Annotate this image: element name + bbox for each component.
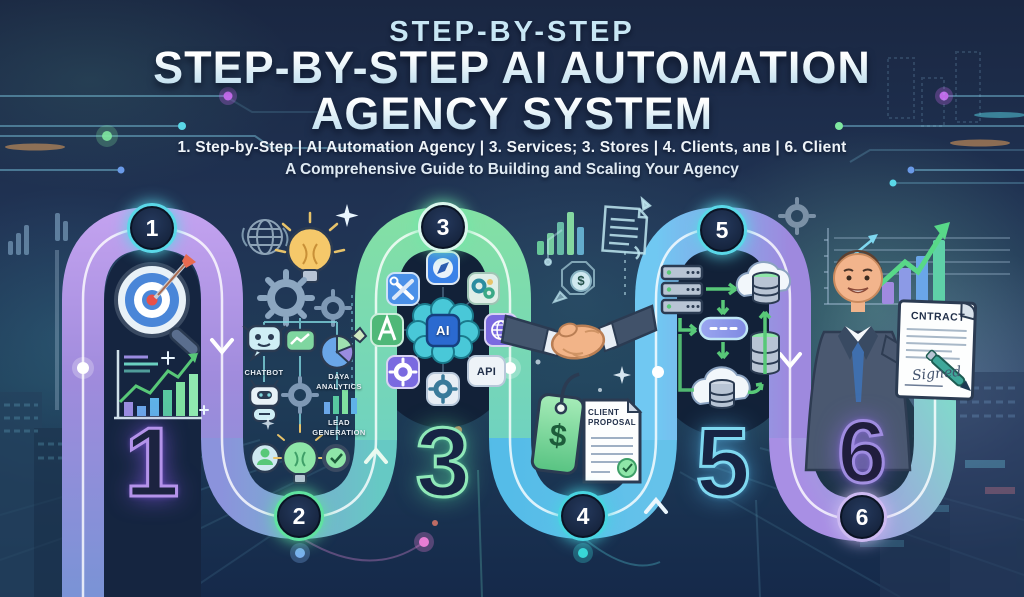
sparkle-icons — [161, 204, 631, 526]
proposal-document-icon — [582, 397, 643, 484]
chatbot-label: CHATBOT — [244, 368, 284, 377]
lightbulb-green-icon — [273, 424, 327, 484]
gear-icon-topright — [778, 197, 816, 235]
tagline: A Comprehensive Guide to Building and Sc… — [285, 161, 739, 178]
city-skyline-top-right — [887, 51, 981, 127]
handshake-icon — [500, 304, 658, 360]
lead-generation-label: LEAD GENERATION — [312, 418, 366, 437]
lightbulb-icon — [274, 211, 346, 283]
step6-big-number: 6 — [836, 402, 888, 501]
bar-chart-top-icon — [537, 212, 584, 255]
ai-brain-icon — [406, 297, 480, 364]
ai-label: AI — [436, 322, 450, 338]
a-app-icon — [370, 313, 404, 347]
step6-badge: 6 — [837, 492, 887, 542]
price-tag-icon — [530, 372, 585, 475]
check-gear-icon — [322, 444, 350, 472]
pie-chart-icon — [319, 326, 368, 370]
money-badge-dollar: $ — [577, 273, 585, 288]
step1-big-number: 1 — [123, 407, 180, 517]
globe-icon — [241, 219, 289, 255]
pill-icon — [698, 316, 749, 341]
step3-badge: 3 — [418, 202, 468, 252]
chatbot-icon — [242, 324, 287, 362]
api-app-icon — [467, 355, 506, 387]
kicker-title: STEP-BY-STEP — [389, 16, 635, 48]
step5-big-number: 5 — [694, 407, 751, 517]
document-icon — [601, 196, 652, 260]
gear-app-icon-purple — [386, 355, 420, 389]
gear-icon-flow — [281, 376, 319, 414]
money-badge-icon — [544, 229, 626, 304]
growth-chart-backdrop — [824, 222, 1010, 305]
subtitle: 1. Step-by-Step | AI Automation Agency |… — [177, 139, 847, 156]
robot-icon — [248, 379, 281, 422]
data-analytics-label: DAYA ANALYTICS — [316, 372, 362, 391]
main-title-line1: STEP-BY-STEP AI AUTOMATION — [0, 45, 1024, 90]
data-flow-arrows — [678, 282, 772, 395]
step5-badge: 5 — [697, 205, 747, 255]
step3-big-number: 3 — [414, 407, 471, 517]
equalizer-bars-icon — [8, 213, 68, 255]
api-label: API — [476, 365, 497, 378]
step1-badge: 1 — [127, 203, 177, 253]
pen-icon — [925, 349, 972, 392]
step4-badge: 4 — [558, 491, 608, 541]
step2-badge: 2 — [274, 491, 324, 541]
contract-title-label: CNTRACT — [910, 310, 966, 324]
chart-bubble-icon — [284, 328, 317, 353]
growth-chart-icon — [114, 350, 202, 420]
cloud-database-icon-top — [735, 261, 792, 305]
main-title-line2: AGENCY SYSTEM — [0, 91, 1024, 136]
compass-app-icon — [426, 251, 460, 285]
circuit-glow-dots — [5, 87, 1024, 563]
gear-app-icon-white — [426, 372, 460, 406]
tools-app-icon — [386, 272, 420, 306]
target-search-icon — [114, 254, 201, 357]
server-icon — [660, 264, 704, 315]
client-proposal-label: CLIENT PROPOSAL — [588, 408, 637, 428]
gear-icon-large — [257, 269, 315, 327]
bar-chart-icon — [324, 390, 357, 414]
gear-icon-small — [314, 289, 352, 327]
cloud-database-icon-bottom — [691, 366, 751, 409]
gears-app-icon — [467, 272, 500, 305]
